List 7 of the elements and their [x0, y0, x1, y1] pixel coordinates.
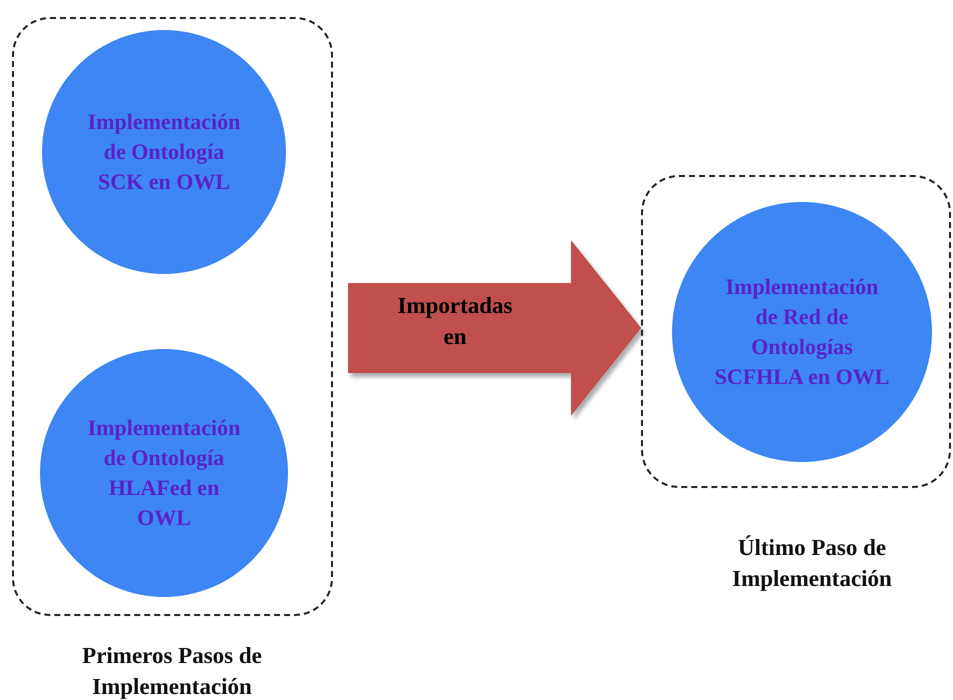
edge-label: Importadas en [396, 292, 514, 351]
circle-text: Implementación de Ontología HLAFed en OWL [86, 414, 242, 532]
block-arrow [348, 240, 641, 416]
circle-text: Implementación de Ontología SCK en OWL [86, 108, 242, 196]
circle-text: Implementación de Red de Ontologías SCFHLA en OWL [714, 273, 890, 391]
group-heading: Último Paso de Implementación [731, 534, 893, 593]
group-heading: Primeros Pasos de Implementación [81, 642, 263, 700]
